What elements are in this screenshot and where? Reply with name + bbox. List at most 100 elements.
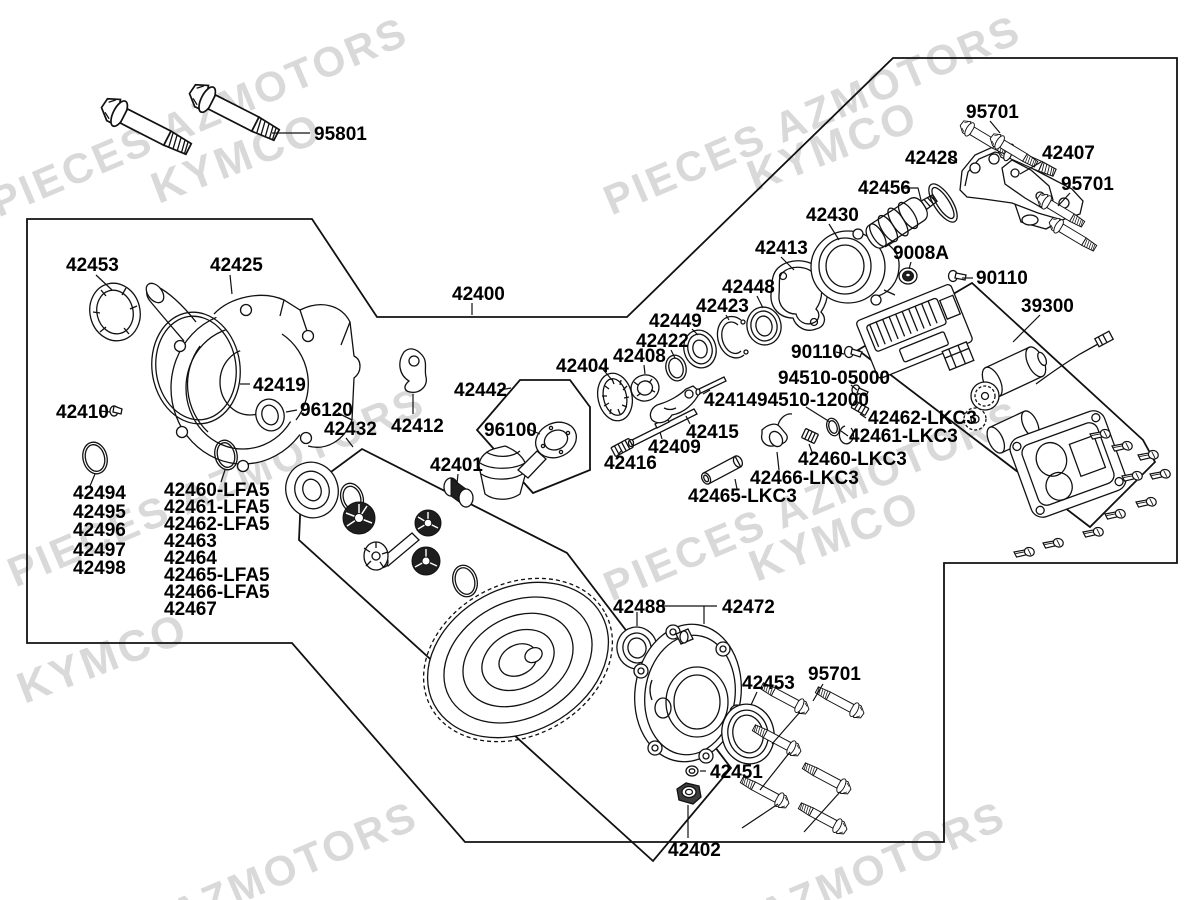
watermark-kymco: KYMCO xyxy=(11,604,195,714)
part-label-42430: 42430 xyxy=(806,205,859,226)
pin-42414 xyxy=(695,376,727,396)
part-label-42464: 42464 xyxy=(164,548,217,569)
spring-42462 xyxy=(850,399,870,417)
part-label-42402: 42402 xyxy=(668,840,721,861)
nut-9008A xyxy=(898,267,918,285)
seal-96120 xyxy=(255,398,285,432)
pinion-group-42442 xyxy=(443,421,577,508)
part-label-42466-LKC3: 42466-LKC3 xyxy=(750,468,859,489)
bearing-42408 xyxy=(630,374,660,402)
seal-42453-left xyxy=(89,282,141,342)
screw-90110-upper xyxy=(947,269,967,283)
part-labels: 95801 42453 42425 42400 42419 42410 9612… xyxy=(56,102,1114,861)
part-label-42472: 42472 xyxy=(722,597,775,618)
snap-ring-42423 xyxy=(716,315,749,359)
part-label-42404: 42404 xyxy=(556,356,609,377)
part-label-42407: 42407 xyxy=(1042,143,1095,164)
part-label-42425: 42425 xyxy=(210,255,263,276)
part-label-90110-upper: 90110 xyxy=(976,268,1028,289)
assembly-39300 xyxy=(856,284,1172,563)
part-label-42465-LKC3: 42465-LKC3 xyxy=(688,486,797,507)
part-label-42461-LFA5: 42461-LFA5 xyxy=(164,497,270,518)
watermark-azmotors: AZMOTORS xyxy=(164,792,425,900)
pin-42465-lkc3 xyxy=(700,455,744,485)
part-label-42466-LFA5: 42466-LFA5 xyxy=(164,582,270,603)
part-label-42488: 42488 xyxy=(613,597,666,618)
part-label-42415: 42415 xyxy=(686,422,739,443)
clip-42461 xyxy=(838,425,855,445)
shim-42412 xyxy=(399,348,427,393)
part-label-42432: 42432 xyxy=(324,419,377,440)
part-label-42442: 42442 xyxy=(454,380,507,401)
part-label-42414: 42414 xyxy=(704,390,757,411)
watermark-azmotors: AZMOTORS xyxy=(752,792,1013,900)
part-label-94510-05000: 94510-05000 xyxy=(778,368,890,389)
part-label-42453-bottom: 42453 xyxy=(742,673,795,694)
roller-42401 xyxy=(443,477,474,508)
part-label-42467: 42467 xyxy=(164,599,217,620)
seal-42453-bottom xyxy=(721,703,775,765)
part-label-90110-mid: 90110 xyxy=(791,342,843,363)
part-label-95701-right: 95701 xyxy=(1061,174,1114,195)
needle-bearing-42404 xyxy=(596,372,634,422)
bolts-95701-bottom xyxy=(737,678,868,838)
leader-lines xyxy=(89,120,1071,838)
washer-42422 xyxy=(665,354,687,382)
part-label-96100: 96100 xyxy=(484,420,537,441)
part-label-39300: 39300 xyxy=(1021,296,1074,317)
part-label-96120: 96120 xyxy=(300,400,353,421)
pinion-42442-outline xyxy=(475,379,591,495)
o-ring-42494 xyxy=(82,441,108,475)
gasket-42419 xyxy=(151,311,241,425)
part-label-42419: 42419 xyxy=(253,375,306,396)
part-label-42422: 42422 xyxy=(636,331,689,352)
part-label-42408: 42408 xyxy=(613,346,666,367)
part-label-42461-LKC3: 42461-LKC3 xyxy=(849,426,958,447)
part-label-42410: 42410 xyxy=(56,402,109,423)
part-label-42413: 42413 xyxy=(755,238,808,259)
diff-gear-set-42432 xyxy=(285,461,614,743)
part-label-42495: 42495 xyxy=(73,502,126,523)
part-label-42409: 42409 xyxy=(648,437,701,458)
joint-42466-lkc3 xyxy=(760,413,793,448)
part-label-95701-top: 95701 xyxy=(966,102,1019,123)
part-label-94510-12000: 94510-12000 xyxy=(757,390,869,411)
seal-42448 xyxy=(746,306,782,346)
nut-42451 xyxy=(685,765,699,777)
part-label-42400: 42400 xyxy=(452,284,505,305)
part-label-42462-LFA5: 42462-LFA5 xyxy=(164,514,270,535)
part-label-42494: 42494 xyxy=(73,483,126,504)
part-label-42460-LKC3: 42460-LKC3 xyxy=(798,449,907,470)
main-boundary-outline xyxy=(26,57,1178,843)
o-ring-94510-12000 xyxy=(826,417,840,437)
part-label-42453-left: 42453 xyxy=(66,255,119,276)
ring-gear-drum xyxy=(422,577,614,743)
part-label-42423: 42423 xyxy=(696,296,749,317)
part-label-42497: 42497 xyxy=(73,540,126,561)
part-label-9008A: 9008A xyxy=(893,243,949,264)
part-label-42498: 42498 xyxy=(73,558,126,579)
part-label-95701-bottom: 95701 xyxy=(808,664,861,685)
part-label-42401: 42401 xyxy=(430,455,483,476)
screw-90110-mid xyxy=(843,345,863,359)
plug-42402 xyxy=(676,782,702,805)
part-label-42463: 42463 xyxy=(164,531,217,552)
parts-layer xyxy=(82,78,1172,838)
part-label-95801: 95801 xyxy=(314,124,367,145)
bearing-42449 xyxy=(683,329,717,369)
part-label-42460-LFA5: 42460-LFA5 xyxy=(164,480,270,501)
part-label-42416: 42416 xyxy=(604,453,657,474)
part-label-42428: 42428 xyxy=(905,148,958,169)
part-label-42456: 42456 xyxy=(858,178,911,199)
coupler-42430 xyxy=(810,228,900,306)
bolt-42410 xyxy=(109,405,123,417)
part-label-42465-LFA5: 42465-LFA5 xyxy=(164,565,270,586)
housing-42425 xyxy=(145,282,361,473)
shift-fork-42415 xyxy=(649,385,701,424)
o-ring-42460 xyxy=(214,439,238,471)
spring-42416 xyxy=(610,437,634,458)
spool-42456 xyxy=(865,183,958,249)
spring-42460-lkc3 xyxy=(800,427,820,445)
